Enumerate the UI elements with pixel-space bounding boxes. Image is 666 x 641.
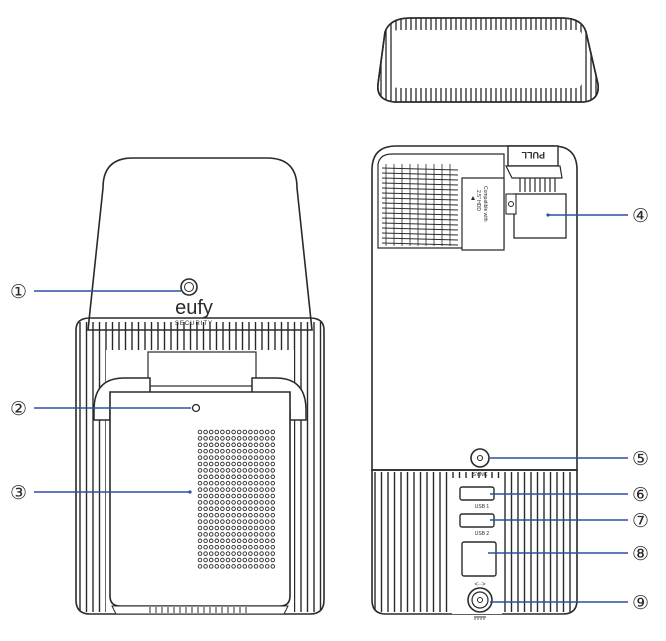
rear-view-unit: Compatible with 2.5" HDD PULL SYNC USB 1… bbox=[371, 145, 578, 620]
sync-label: SYNC bbox=[472, 472, 487, 478]
callout-3: ③ bbox=[10, 483, 27, 504]
callout-8: ⑧ bbox=[632, 544, 649, 565]
sync-button bbox=[470, 448, 490, 468]
speaker-grille bbox=[197, 429, 276, 569]
drive-module bbox=[513, 193, 567, 239]
pull-tab-text: PULL bbox=[521, 150, 545, 160]
front-rear-panel bbox=[109, 391, 291, 607]
callout-2: ② bbox=[10, 399, 27, 420]
hdd-tray bbox=[461, 177, 505, 251]
ethernet-port bbox=[461, 541, 497, 577]
callouts: ① ② ③ ④ ⑤ ⑥ ⑦ ⑧ ⑨ bbox=[10, 206, 649, 614]
hdd-card-text-1: Compatible with bbox=[482, 186, 488, 222]
svg-text:<··>: <··> bbox=[474, 582, 486, 588]
callout-6: ⑥ bbox=[632, 485, 649, 506]
front-button bbox=[180, 278, 198, 296]
callout-7: ⑦ bbox=[632, 511, 649, 532]
status-led bbox=[191, 403, 201, 413]
leader-lines bbox=[34, 214, 628, 603]
callout-4: ④ bbox=[632, 206, 649, 227]
usb2-label: USB 2 bbox=[475, 531, 490, 537]
front-body-outline bbox=[87, 157, 313, 331]
callout-1: ① bbox=[10, 282, 27, 303]
hdd-card-text-2: 2.5" HDD bbox=[475, 190, 481, 211]
callout-9: ⑨ bbox=[632, 593, 649, 614]
front-view-unit: eufy SECURITY bbox=[75, 157, 325, 615]
usb1-port bbox=[459, 486, 495, 501]
eufy-logo-subtext: SECURITY bbox=[175, 321, 213, 327]
callout-5: ⑤ bbox=[632, 449, 649, 470]
usb1-label: USB 1 bbox=[475, 504, 490, 510]
eufy-logo: eufy bbox=[175, 297, 213, 319]
lid bbox=[377, 17, 600, 103]
usb2-port bbox=[459, 513, 495, 528]
